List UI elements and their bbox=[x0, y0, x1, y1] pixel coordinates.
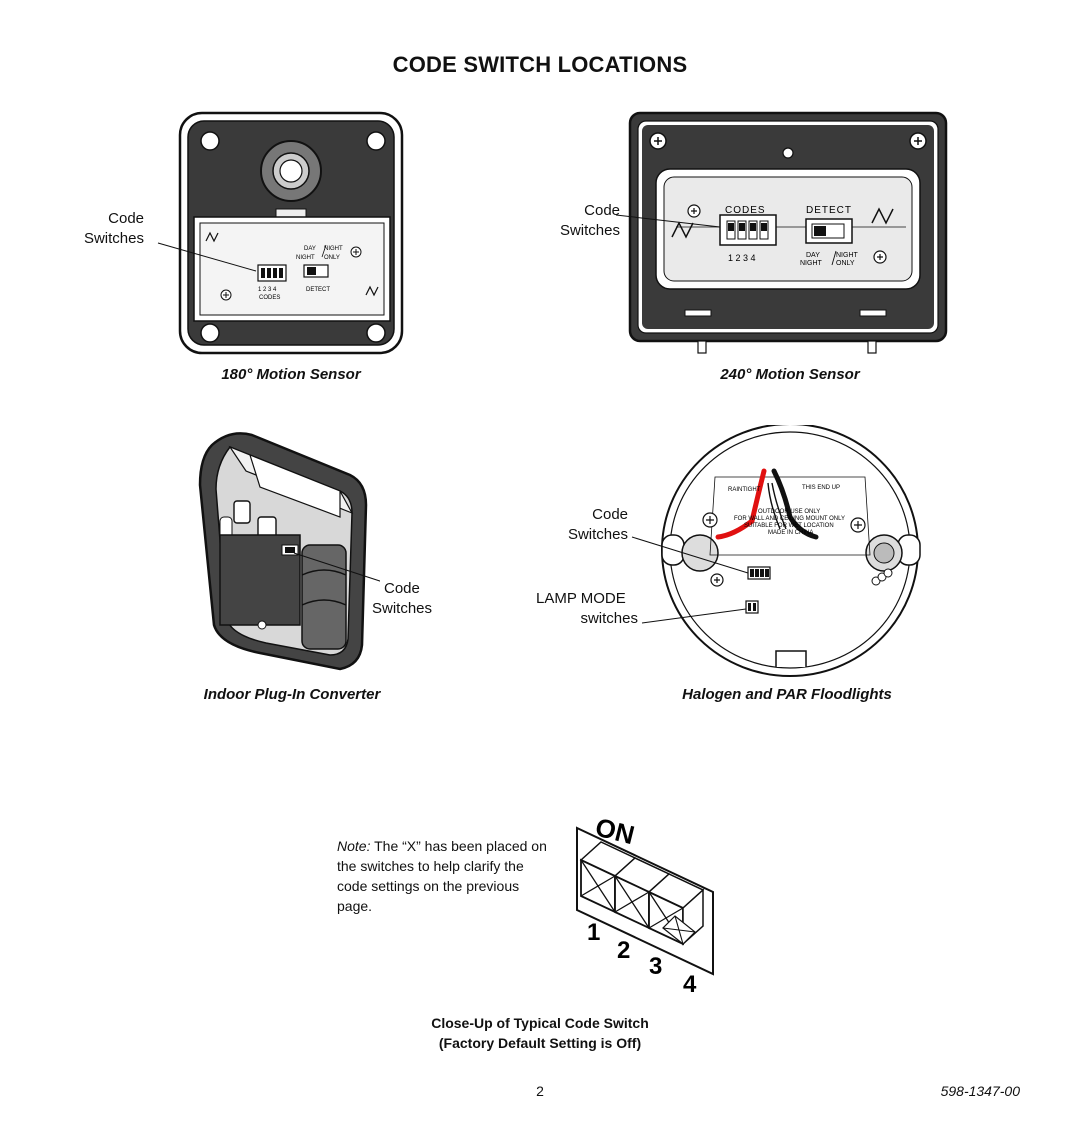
converter-label-line2: Switches bbox=[372, 600, 433, 617]
s240-digits-text: 1 2 3 4 bbox=[728, 253, 756, 263]
floodlight-figure: RAINTIGHT THIS END UP OUTDOOR USE ONLY F… bbox=[631, 425, 921, 677]
s180-label-line2: Switches bbox=[83, 230, 144, 247]
s240-codes-text: CODES bbox=[725, 205, 766, 216]
converter-label-line1: Code bbox=[384, 580, 420, 597]
converter-code-switches-label: Code Switches bbox=[372, 579, 452, 619]
s180-label-line1: Code bbox=[108, 210, 144, 227]
s180-night2-text: NIGHT bbox=[296, 255, 315, 261]
s240-night2-text: NIGHT bbox=[800, 260, 823, 267]
s240-only-text: ONLY bbox=[836, 260, 855, 267]
s180-digits-text: 1 2 3 4 bbox=[258, 287, 277, 293]
floodlight-lamp-line2: switches bbox=[580, 610, 638, 627]
note-lead: Note: bbox=[337, 838, 371, 854]
code-switch-closeup-figure: ON 1 2 3 4 bbox=[576, 812, 714, 998]
s180-detect-text: DETECT bbox=[306, 287, 330, 293]
floodlight-lamp-mode-label: LAMP MODE switches bbox=[536, 589, 638, 629]
page-title: CODE SWITCH LOCATIONS bbox=[392, 52, 688, 77]
plate-line1-text: OUTDOOR USE ONLY bbox=[758, 509, 820, 515]
floodlight-code-switches-label: Code Switches bbox=[540, 505, 628, 545]
s240-night-text: NIGHT bbox=[836, 252, 859, 259]
floodlight-lamp-line1: LAMP MODE bbox=[536, 590, 626, 607]
s180-code-switches-label: Code Switches bbox=[40, 209, 144, 249]
plate-line2-text: FOR WALL AND CEILING MOUNT ONLY bbox=[734, 516, 845, 522]
plate-line3-text: SUITABLE FOR WET LOCATION bbox=[744, 523, 834, 529]
closeup-note: Note: The “X” has been placed on the swi… bbox=[337, 836, 552, 916]
floodlight-code-line2: Switches bbox=[567, 526, 628, 543]
s180-only-text: ONLY bbox=[324, 255, 340, 261]
s180-codes-text: CODES bbox=[259, 295, 280, 301]
switch-digit-2: 2 bbox=[617, 937, 630, 964]
closeup-caption-line1: Close-Up of Typical Code Switch bbox=[431, 1015, 649, 1031]
s240-day-text: DAY bbox=[806, 252, 820, 259]
s180-day-text: DAY bbox=[304, 246, 316, 252]
page-number: 2 bbox=[536, 1083, 544, 1099]
plate-line4-text: MADE IN CHINA bbox=[768, 530, 813, 536]
floodlight-code-line1: Code bbox=[592, 506, 628, 523]
switch-digit-4: 4 bbox=[683, 971, 697, 998]
converter-caption: Indoor Plug-In Converter bbox=[203, 686, 381, 703]
motion-sensor-240-figure: CODES DETECT 1 2 3 4 DAY NIGHT NIGHT ONL… bbox=[615, 111, 948, 354]
note-text: The “X” has been placed on the switches … bbox=[337, 838, 547, 914]
s240-detect-text: DETECT bbox=[806, 205, 852, 216]
switch-digit-1: 1 bbox=[587, 919, 600, 946]
plate-raintight-text: RAINTIGHT bbox=[728, 487, 761, 493]
doc-number: 598-1347-00 bbox=[940, 1083, 1020, 1099]
plate-this-end-up-text: THIS END UP bbox=[802, 485, 840, 491]
plug-in-converter-figure bbox=[198, 432, 380, 671]
motion-sensor-180-figure: DAY NIGHT NIGHT ONLY 1 2 3 4 CODES DETEC… bbox=[157, 111, 404, 355]
floodlight-caption: Halogen and PAR Floodlights bbox=[682, 686, 892, 703]
s240-code-switches-label: Code Switches bbox=[530, 201, 620, 241]
switch-digit-3: 3 bbox=[649, 953, 662, 980]
s240-label-line1: Code bbox=[584, 202, 620, 219]
closeup-caption-line2: (Factory Default Setting is Off) bbox=[438, 1035, 642, 1051]
s180-caption: 180° Motion Sensor bbox=[221, 366, 361, 383]
s240-caption: 240° Motion Sensor bbox=[720, 366, 860, 383]
s180-night-text: NIGHT bbox=[324, 246, 343, 252]
s240-label-line2: Switches bbox=[559, 222, 620, 239]
